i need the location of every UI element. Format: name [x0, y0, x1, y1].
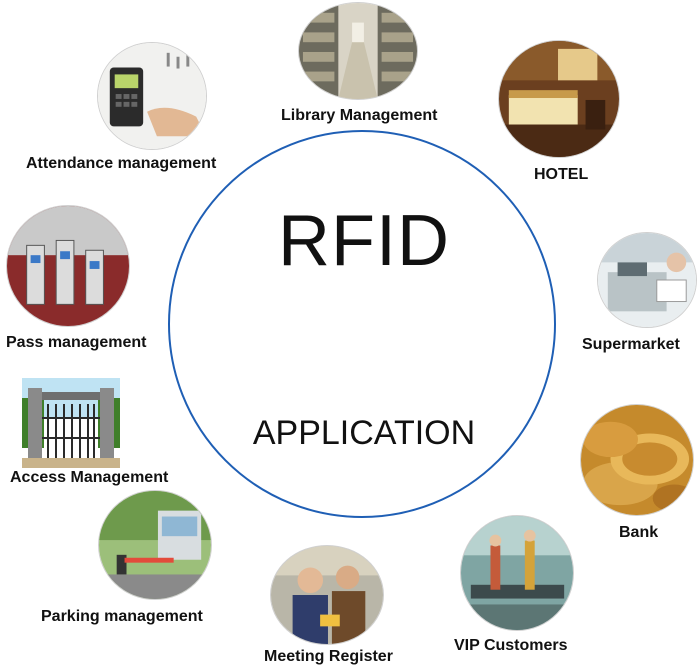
- label-bank: Bank: [619, 524, 659, 541]
- center-title: RFID: [278, 201, 450, 281]
- library-shelves-icon: [298, 2, 418, 100]
- meeting-people-icon: [270, 545, 384, 645]
- label-supermarket: Supermarket: [582, 336, 680, 353]
- label-pass-management: Pass management: [6, 334, 147, 351]
- label-attendance-management: Attendance management: [26, 155, 217, 172]
- label-library-management: Library Management: [281, 107, 438, 124]
- gate-icon: [22, 378, 120, 468]
- fingerprint-terminal-icon: [97, 42, 207, 150]
- label-access-management: Access Management: [10, 469, 169, 486]
- parking-barrier-icon: [98, 490, 212, 600]
- label-hotel: HOTEL: [534, 166, 589, 183]
- coins-icon: [580, 404, 694, 516]
- turnstile-icon: [6, 205, 130, 327]
- label-meeting-register: Meeting Register: [264, 648, 393, 665]
- hotel-room-icon: [498, 40, 620, 158]
- label-parking-management: Parking management: [41, 608, 203, 625]
- label-vip-customers: VIP Customers: [454, 637, 568, 654]
- gym-treadmill-icon: [460, 515, 574, 631]
- supermarket-checkout-icon: [597, 232, 697, 328]
- center-circle: [168, 130, 556, 518]
- center-subtitle: APPLICATION: [252, 414, 476, 452]
